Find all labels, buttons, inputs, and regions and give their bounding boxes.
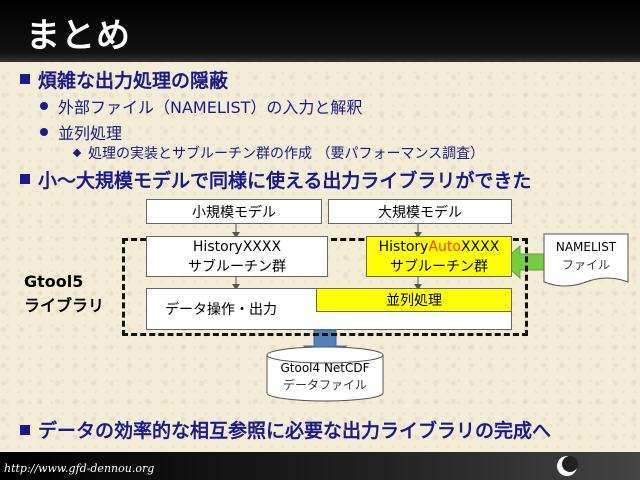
netcdf-file-label: Gtool4 NetCDF データファイル — [267, 360, 383, 394]
history-auto-label: HistoryAutoXXXX — [379, 237, 500, 257]
arrowhead-icon — [232, 284, 240, 290]
namelist-file-label: NAMELIST ファイル — [544, 238, 628, 274]
square-bullet-icon — [20, 174, 30, 184]
arrowhead-icon — [232, 232, 240, 238]
bullet-text: 小～大規模モデルで同様に使える出力ライブラリができた — [38, 170, 532, 192]
bullet-text: データの効率的な相互参照に必要な出力ライブラリの完成へ — [38, 420, 552, 442]
large-model-label: 大規模モデル — [378, 204, 462, 221]
bullet-text: 煩雑な出力処理の隠蔽 — [38, 70, 229, 92]
bullet-text: 外部ファイル（NAMELIST）の入力と解釈 — [58, 98, 363, 117]
square-bullet-icon — [20, 74, 30, 84]
footer-url[interactable]: http://www.gfd-dennou.org — [4, 462, 155, 475]
dennou-logo-icon — [557, 456, 578, 476]
gtool5-label: Gtool5 — [24, 272, 84, 291]
dot-bullet-icon — [40, 128, 48, 136]
arrowhead-icon — [414, 284, 422, 290]
namelist-document-shape — [543, 233, 629, 287]
subroutines-label: サブルーチン群 — [390, 258, 488, 275]
bullet-text: 処理の実装とサブルーチン群の作成 （要パフォーマンス調査） — [88, 146, 485, 162]
large-model-box: 大規模モデル — [328, 199, 512, 224]
footer-bar — [0, 452, 640, 480]
history-auto-part3: XXXX — [460, 238, 500, 255]
dot-bullet-icon — [40, 102, 48, 110]
history-auto-part1: History — [378, 238, 429, 255]
title-bar: まとめ — [0, 0, 640, 62]
file-text: ファイル — [561, 258, 610, 272]
data-io-label: データ操作・出力 — [165, 302, 277, 318]
slide-title: まとめ — [26, 16, 131, 56]
datafile-text: データファイル — [282, 378, 367, 392]
history-subroutines-box: HistoryXXXX サブルーチン群 — [146, 236, 328, 277]
library-label: ライブラリ — [24, 296, 105, 315]
bullet-text: 並列処理 — [58, 124, 123, 143]
small-model-label: 小規模モデル — [192, 204, 276, 221]
arrowhead-icon — [414, 232, 422, 238]
small-model-box: 小規模モデル — [146, 199, 322, 224]
square-bullet-icon — [20, 425, 30, 435]
history-auto-subroutines-box: HistoryAutoXXXX サブルーチン群 — [366, 236, 512, 277]
gtool5-library-label: Gtool5 ライブラリ — [24, 270, 104, 318]
subroutines-label: サブルーチン群 — [188, 258, 286, 275]
history-label: HistoryXXXX — [192, 238, 282, 255]
parallel-processing-box: 並列処理 — [316, 288, 512, 312]
history-auto-part2: Auto — [428, 238, 461, 255]
netcdf-text: Gtool4 NetCDF — [280, 361, 370, 375]
namelist-text: NAMELIST — [555, 240, 617, 254]
cylinder-top — [266, 346, 384, 364]
parallel-label: 並列処理 — [386, 293, 442, 309]
